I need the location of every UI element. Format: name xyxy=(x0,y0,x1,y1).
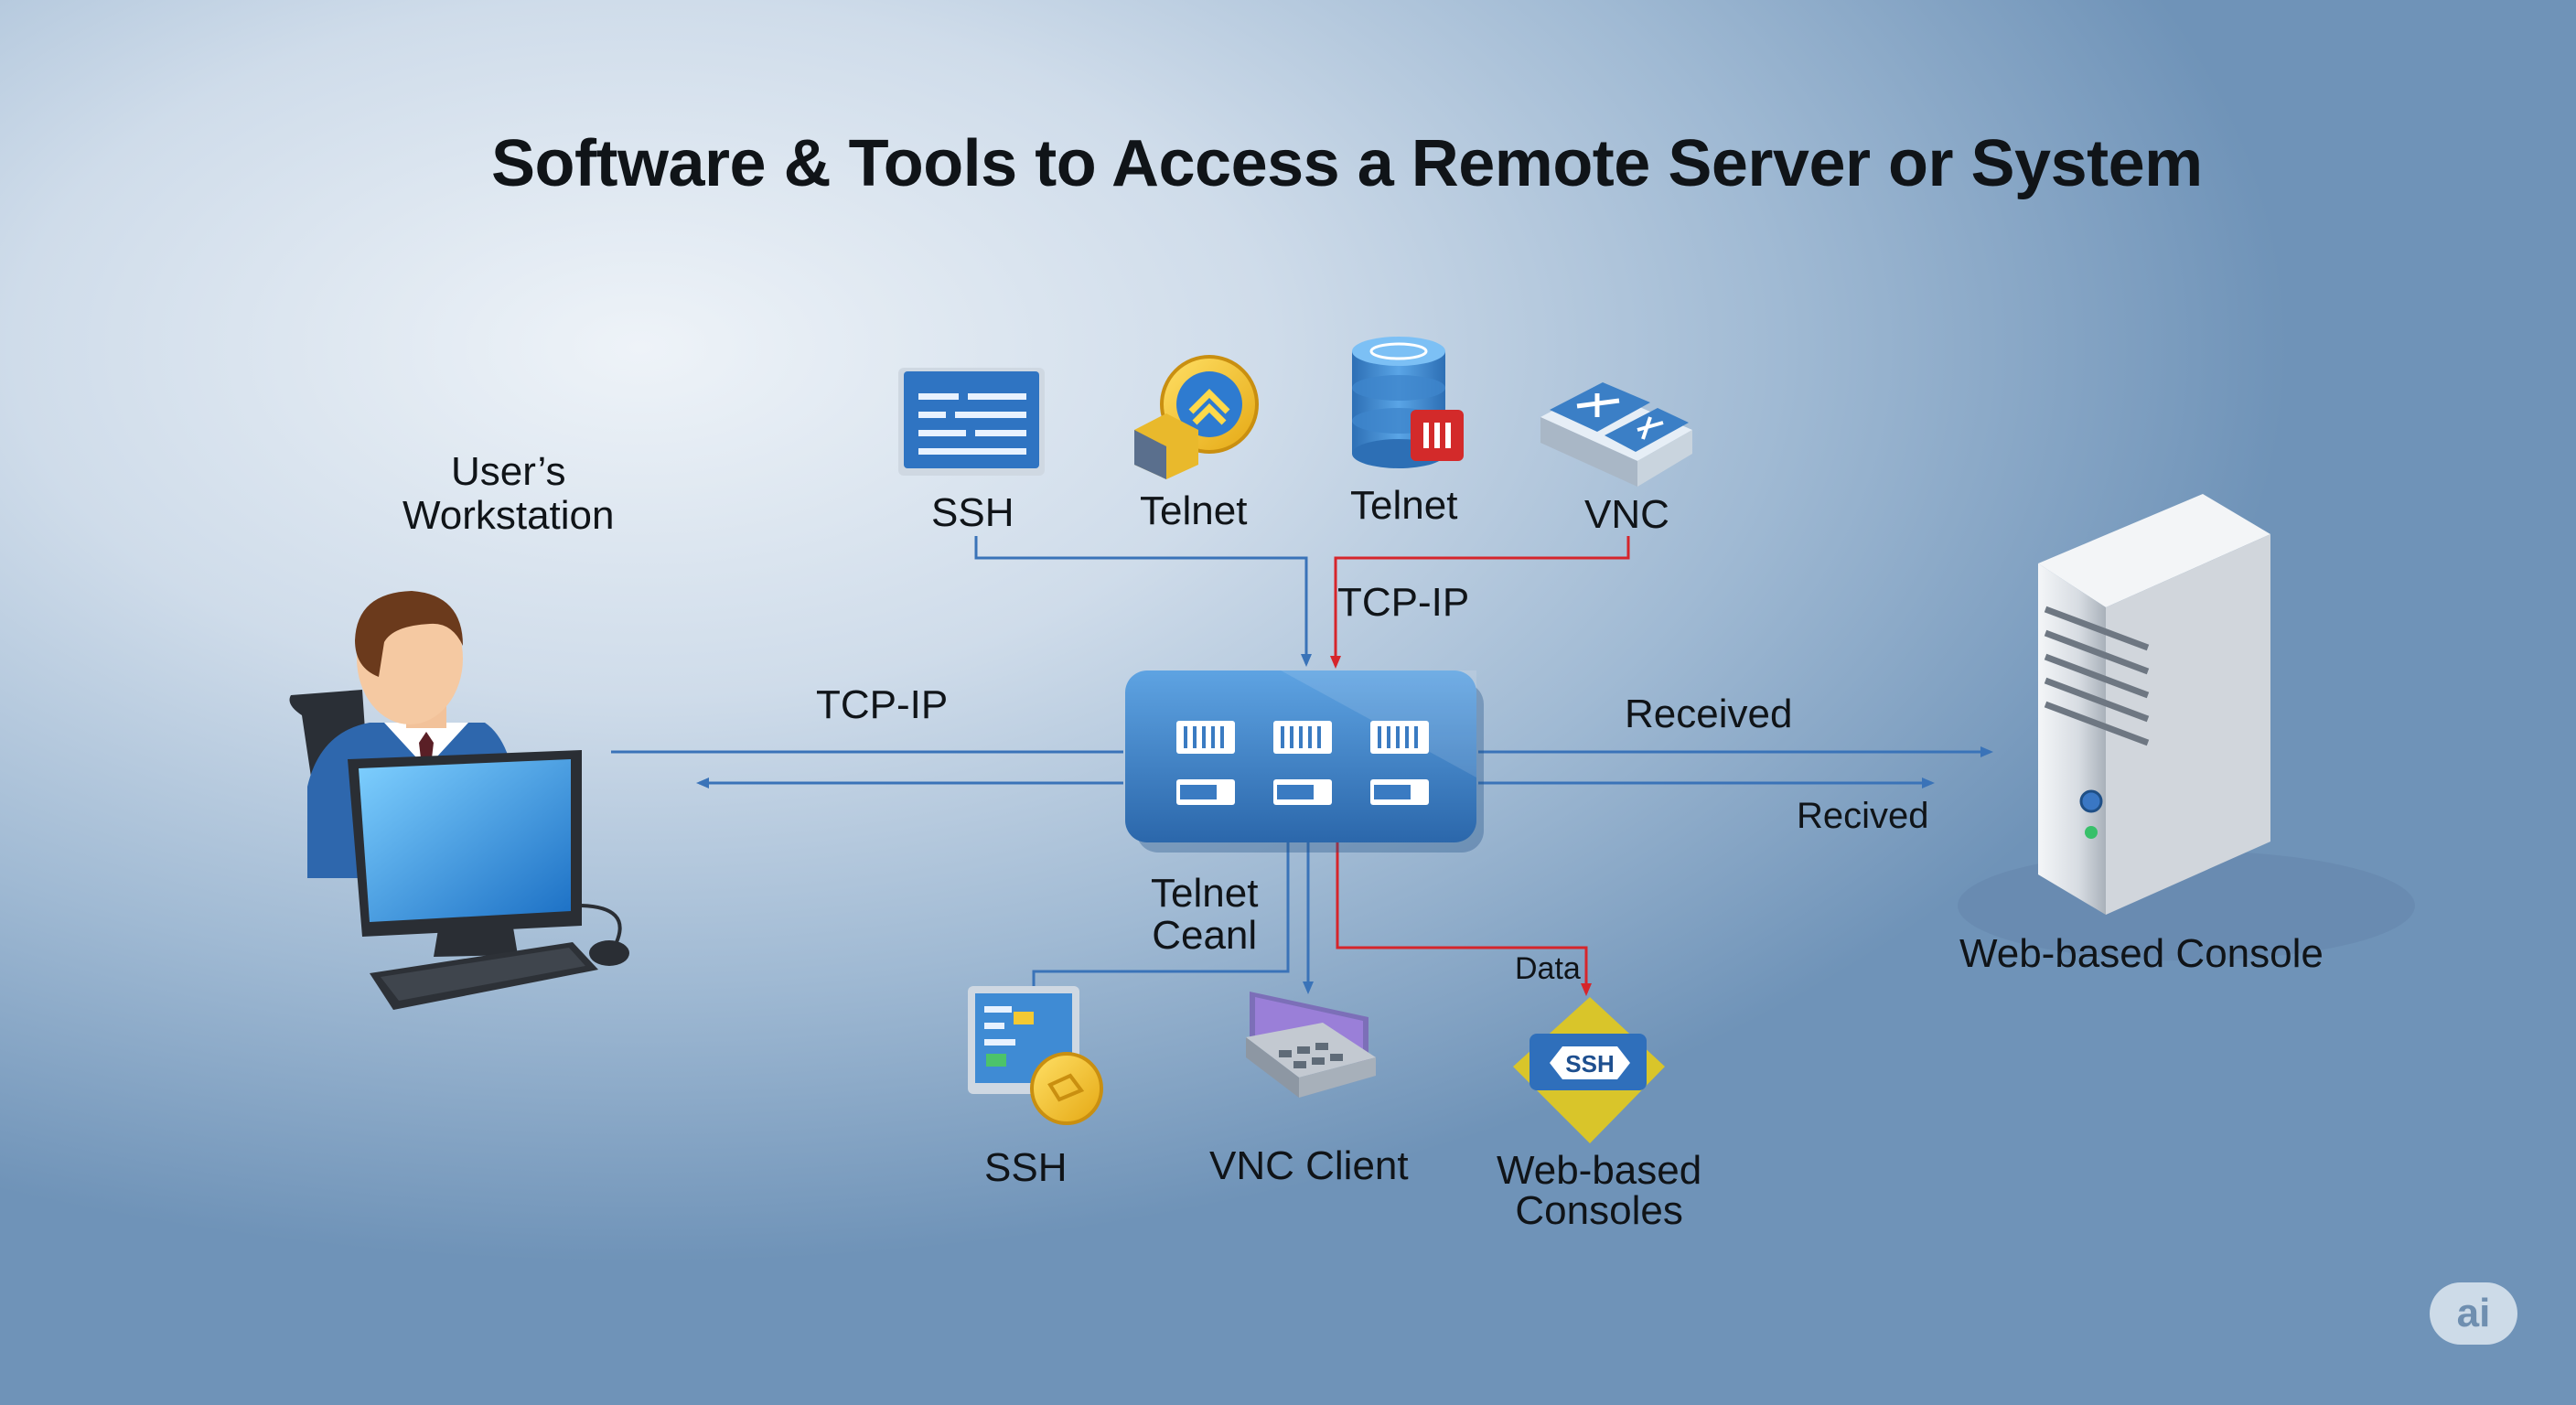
link-hub-to-web-console xyxy=(1336,840,1592,996)
tcp-ip-left-label: TCP-IP xyxy=(816,682,949,727)
ssh-badge-text: SSH xyxy=(1565,1050,1614,1078)
telnet-ceanl-label: Telnet Ceanl xyxy=(1151,871,1259,958)
ssh-terminal-icon xyxy=(898,368,1045,476)
watermark-badge: ai xyxy=(2430,1282,2517,1345)
bottom-tool-ssh-label: SSH xyxy=(984,1145,1068,1190)
server-label: Web-based Console xyxy=(1959,931,2324,976)
bottom-tool-vnc-client-label: VNC Client xyxy=(1209,1143,1409,1188)
ssh-client-icon xyxy=(968,986,1103,1125)
link-vnc-to-hub xyxy=(1330,536,1630,669)
link-hub-to-ssh-client xyxy=(1032,840,1290,993)
top-tool-telnet-db-label: Telnet xyxy=(1350,483,1458,528)
data-label: Data xyxy=(1515,951,1581,986)
vnc-client-icon xyxy=(1246,992,1376,1098)
user-workstation-icon xyxy=(289,591,629,1010)
top-tool-telnet-label: Telnet xyxy=(1140,488,1248,533)
received-label: Received xyxy=(1625,692,1793,736)
link-ssh-to-hub xyxy=(974,536,1312,667)
connection-lines xyxy=(611,536,1993,996)
ssh-web-console-icon: SSH xyxy=(1513,997,1665,1143)
diagram-title: Software & Tools to Access a Remote Serv… xyxy=(491,127,2203,200)
bottom-tool-web-consoles-label: Web-based Consoles xyxy=(1497,1148,1702,1233)
workstation-label: User’s Workstation xyxy=(402,449,615,538)
telnet-database-icon xyxy=(1352,337,1464,468)
recived-label: Recived xyxy=(1797,796,1929,836)
top-tool-vnc-label: VNC xyxy=(1584,492,1669,537)
network-switch-icon xyxy=(1125,670,1484,853)
top-tool-ssh-label: SSH xyxy=(931,490,1014,535)
vnc-keys-icon xyxy=(1540,382,1692,487)
telnet-shield-icon xyxy=(1134,355,1259,479)
tcp-ip-top-label: TCP-IP xyxy=(1337,580,1470,625)
server-tower-icon xyxy=(1958,494,2415,960)
